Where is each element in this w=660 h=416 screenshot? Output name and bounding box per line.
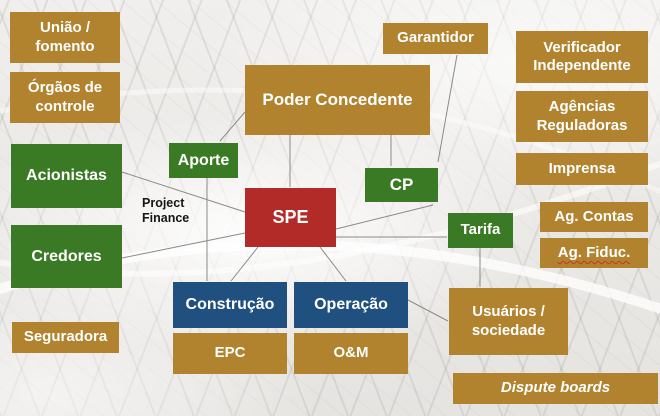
edge-credores--spe (121, 232, 246, 259)
node-construcao: Construção (173, 282, 287, 328)
node-label-verificador-independente: Verificador Independente (533, 38, 631, 74)
node-label-dispute-boards: Dispute boards (500, 379, 611, 397)
node-label-usuarios-sociedade: Usuários / sociedade (471, 303, 546, 339)
edge-spe--cp (335, 204, 434, 230)
node-uniao-fomento: União / fomento (10, 12, 120, 63)
node-label-agencias-reguladoras: Agências Reguladoras (536, 98, 628, 134)
node-label-orgaos-de-controle: Órgãos de controle (27, 79, 103, 115)
node-ag-fiduc: Ag. Fiduc. (540, 238, 648, 268)
node-label-uniao-fomento: União / fomento (35, 19, 95, 55)
node-label-acionistas: Acionistas (26, 167, 107, 185)
node-label-operacao: Operação (314, 296, 388, 314)
project-finance-label: Project Finance (142, 196, 190, 225)
node-poder-concedente: Poder Concedente (245, 65, 430, 135)
node-epc: EPC (173, 333, 287, 374)
node-label-spe: SPE (272, 206, 309, 227)
node-label-construcao: Construção (185, 296, 275, 314)
node-aporte: Aporte (169, 143, 238, 178)
node-o-m: O&M (294, 333, 408, 374)
node-ag-contas: Ag. Contas (540, 202, 648, 232)
edge-aporte--poder-concedente (219, 111, 246, 142)
node-credores: Credores (11, 225, 122, 288)
node-label-imprensa: Imprensa (548, 159, 616, 177)
edge-operacao--usuarios-sociedade (407, 299, 449, 322)
node-dispute-boards: Dispute boards (453, 373, 658, 404)
edge-spe--construcao (230, 246, 259, 282)
node-operacao: Operação (294, 282, 408, 328)
node-cp: CP (365, 168, 438, 202)
node-label-aporte: Aporte (177, 151, 230, 169)
node-spe: SPE (245, 188, 336, 247)
node-seguradora: Seguradora (12, 322, 119, 353)
node-label-ag-contas: Ag. Contas (554, 207, 634, 225)
node-label-poder-concedente: Poder Concedente (262, 89, 413, 109)
node-imprensa: Imprensa (516, 153, 648, 185)
node-label-credores: Credores (31, 247, 102, 265)
edge-acionistas--spe (121, 171, 246, 213)
node-verificador-independente: Verificador Independente (516, 31, 648, 83)
node-acionistas: Acionistas (11, 144, 122, 208)
node-orgaos-de-controle: Órgãos de controle (10, 72, 120, 123)
node-label-tarifa: Tarifa (460, 221, 501, 239)
node-label-seguradora: Seguradora (23, 328, 108, 346)
node-tarifa: Tarifa (448, 213, 513, 248)
node-label-epc: EPC (214, 344, 246, 362)
edge-garantidor--cp (437, 54, 458, 163)
node-label-o-m: O&M (333, 344, 369, 362)
node-label-cp: CP (389, 174, 414, 194)
node-usuarios-sociedade: Usuários / sociedade (449, 288, 568, 355)
node-garantidor: Garantidor (383, 23, 488, 54)
node-agencias-reguladoras: Agências Reguladoras (516, 91, 648, 142)
node-label-garantidor: Garantidor (397, 29, 474, 47)
edge-spe--operacao (319, 246, 347, 282)
node-label-ag-fiduc: Ag. Fiduc. (557, 243, 631, 261)
